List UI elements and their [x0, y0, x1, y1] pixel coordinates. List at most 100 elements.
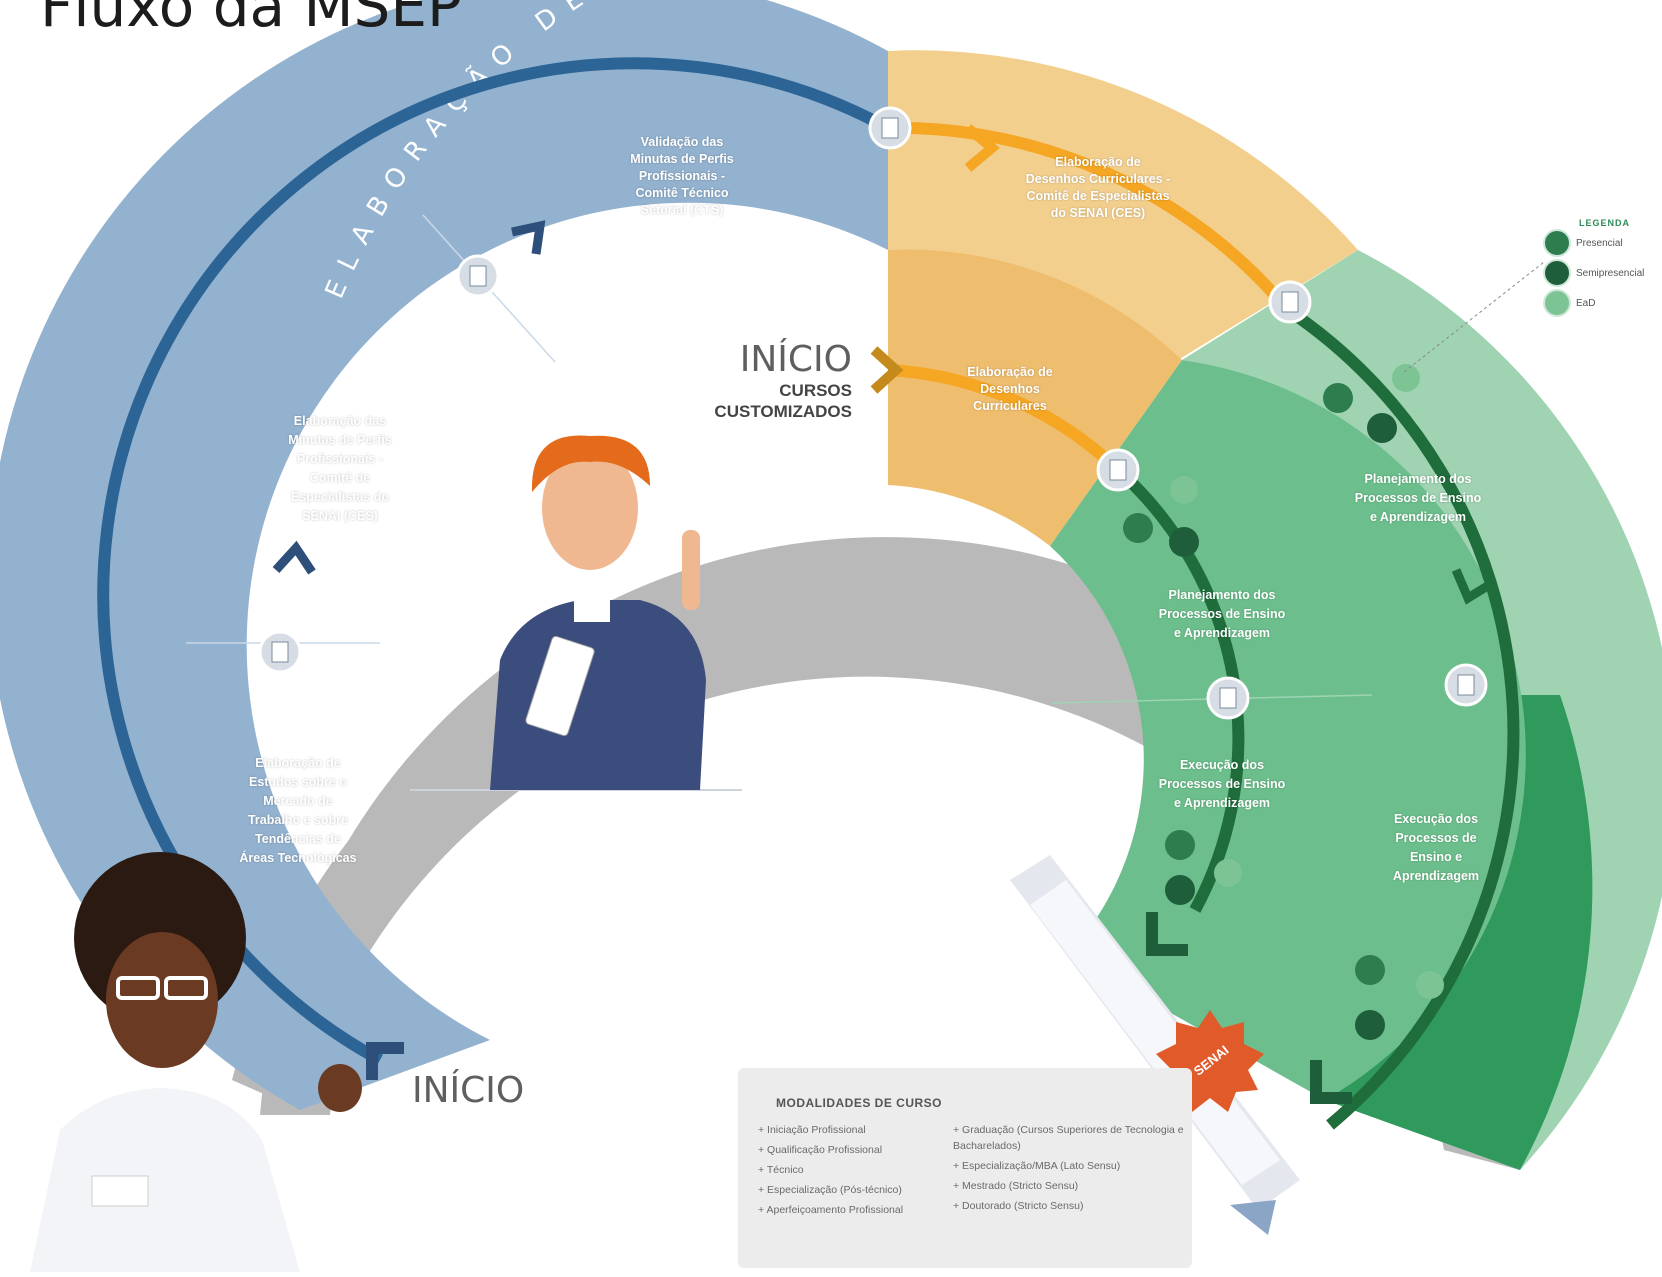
step-label-line: e Aprendizagem — [1173, 796, 1271, 810]
presencial-icon — [1355, 955, 1385, 985]
modalidades-col1: + Iniciação Profissional + Qualificação … — [758, 1122, 943, 1222]
semipresencial-icon — [1367, 413, 1397, 443]
step-node-icon — [1268, 280, 1312, 324]
ead-icon — [1416, 971, 1444, 999]
modalidades-box: MODALIDADES DE CURSO + Iniciação Profiss… — [738, 1068, 1192, 1268]
step-label-line: Elaboração de — [967, 365, 1053, 379]
step-label-line: Elaboração de — [1055, 155, 1141, 169]
inicio-custom-line2: CUSTOMIZADOS — [714, 402, 852, 421]
step-label-line: Profissionais - — [296, 452, 384, 466]
chevron-icon — [964, 124, 1000, 172]
step-label-line: Elaboração das — [293, 414, 387, 428]
step-label-line: Elaboração de — [255, 756, 341, 770]
step-label-line: Validação das — [640, 135, 724, 149]
step-node-icon — [1096, 448, 1140, 492]
step-label-line: Áreas Tecnológicas — [239, 851, 357, 865]
step-label-line: Mercado de — [263, 794, 333, 808]
center-character-illustration — [410, 435, 742, 791]
step-node-icon — [868, 106, 912, 150]
legend-label: Presencial — [1576, 237, 1623, 249]
orange-flow-path-inner — [887, 364, 1123, 475]
ead-icon — [1543, 289, 1571, 317]
step-label-line: Processos de — [1395, 831, 1477, 845]
legend-label: Semipresencial — [1576, 267, 1645, 279]
step-label-line: Estudos sobre o — [249, 775, 347, 789]
orange-band-outer — [888, 50, 1358, 360]
modalidade-item: + Mestrado (Stricto Sensu) — [953, 1180, 1079, 1192]
woman-character-illustration — [30, 852, 362, 1272]
presencial-icon — [1543, 229, 1571, 257]
step-label-line: Processos de Ensino — [1158, 777, 1286, 791]
inicio-custom-title: INÍCIO — [739, 339, 852, 380]
ead-icon — [1392, 364, 1420, 392]
legend-row-ead: EaD — [1537, 288, 1662, 318]
green-flow-path-outer — [1284, 305, 1520, 1130]
step-label-line: do SENAI (CES) — [1050, 206, 1146, 220]
legend-title: LEGENDA — [1579, 218, 1631, 228]
modalidades-col2: + Graduação (Cursos Superiores de Tecnol… — [953, 1122, 1185, 1218]
chevron-icon — [1310, 1060, 1352, 1104]
legend-row-presencial: Presencial — [1537, 228, 1662, 258]
ead-icon — [1214, 859, 1242, 887]
inicio-custom-block: INÍCIO CURSOS CUSTOMIZADOS — [680, 340, 852, 422]
step-label-line: Minutas de Perfis — [288, 433, 392, 447]
step-label-line: Execução dos — [1393, 812, 1479, 826]
ead-icon — [1170, 476, 1198, 504]
legend-label: EaD — [1576, 297, 1596, 309]
inicio-custom-line1: CURSOS — [779, 381, 852, 400]
modalidade-item: + Especialização (Pós-técnico) — [758, 1184, 902, 1196]
modalidade-item: + Técnico — [758, 1164, 804, 1176]
step-label-line: Setorial (CTS) — [640, 203, 724, 217]
green-flow-path-inner — [1114, 465, 1245, 913]
step-label-line: SENAI (CES) — [302, 509, 378, 523]
chevron-icon — [870, 346, 904, 394]
step-label-line: Comitê de Especialistas — [1026, 189, 1170, 203]
semipresencial-icon — [1355, 1010, 1385, 1040]
modalidades-title: MODALIDADES DE CURSO — [776, 1096, 943, 1110]
step-label: Elaboração de Desenhos Curriculares - Comi… — [988, 154, 1208, 222]
modalidade-item: + Aperfeiçoamento Profissional — [758, 1204, 904, 1216]
step-label-line: Desenhos Curriculares - — [1025, 172, 1171, 186]
step-node-icon — [258, 630, 302, 674]
step-node-icon — [456, 254, 500, 298]
presencial-icon — [1123, 513, 1153, 543]
step-label-line: Trabalho e sobre — [247, 813, 349, 827]
semipresencial-icon — [1543, 259, 1571, 287]
page-title: Fluxo da MSEP — [40, 0, 462, 40]
step-label-line: Comitê de — [309, 471, 371, 485]
step-label-line: Processos de Ensino — [1354, 491, 1482, 505]
step-label-line: Comitê Técnico — [635, 186, 729, 200]
step-node-icon — [1444, 663, 1488, 707]
semipresencial-icon — [1169, 527, 1199, 557]
ribbon-icon — [1230, 1200, 1276, 1235]
presencial-icon — [1165, 830, 1195, 860]
step-label-line: Tendências de — [255, 832, 341, 846]
legend-row-semipresencial: Semipresencial — [1537, 258, 1662, 288]
step-label-line: Planejamento dos — [1168, 588, 1276, 602]
step-label-line: e Aprendizagem — [1173, 626, 1271, 640]
presencial-icon — [1323, 383, 1353, 413]
step-label-line: Minutas de Perfis — [630, 152, 734, 166]
legend: LEGENDA Presencial Semipresencial EaD — [1537, 218, 1662, 318]
modalidade-item: + Graduação (Cursos Superiores de Tecnol… — [953, 1124, 1184, 1152]
modalidade-item: + Doutorado (Stricto Sensu) — [953, 1200, 1084, 1212]
chevron-icon — [272, 540, 316, 575]
step-label-line: Profissionais - — [638, 169, 726, 183]
step-label-line: Ensino e — [1409, 850, 1463, 864]
step-label-line: Processos de Ensino — [1158, 607, 1286, 621]
modalidade-item: + Iniciação Profissional — [758, 1124, 866, 1136]
inicio-label: INÍCIO — [412, 1070, 525, 1111]
step-label-line: e Aprendizagem — [1369, 510, 1467, 524]
step-label-line: Execução dos — [1179, 758, 1265, 772]
step-label-line: Aprendizagem — [1392, 869, 1480, 883]
step-label-line: Planejamento dos — [1364, 472, 1472, 486]
modalidade-item: + Qualificação Profissional — [758, 1144, 883, 1156]
chevron-icon — [1146, 912, 1188, 956]
